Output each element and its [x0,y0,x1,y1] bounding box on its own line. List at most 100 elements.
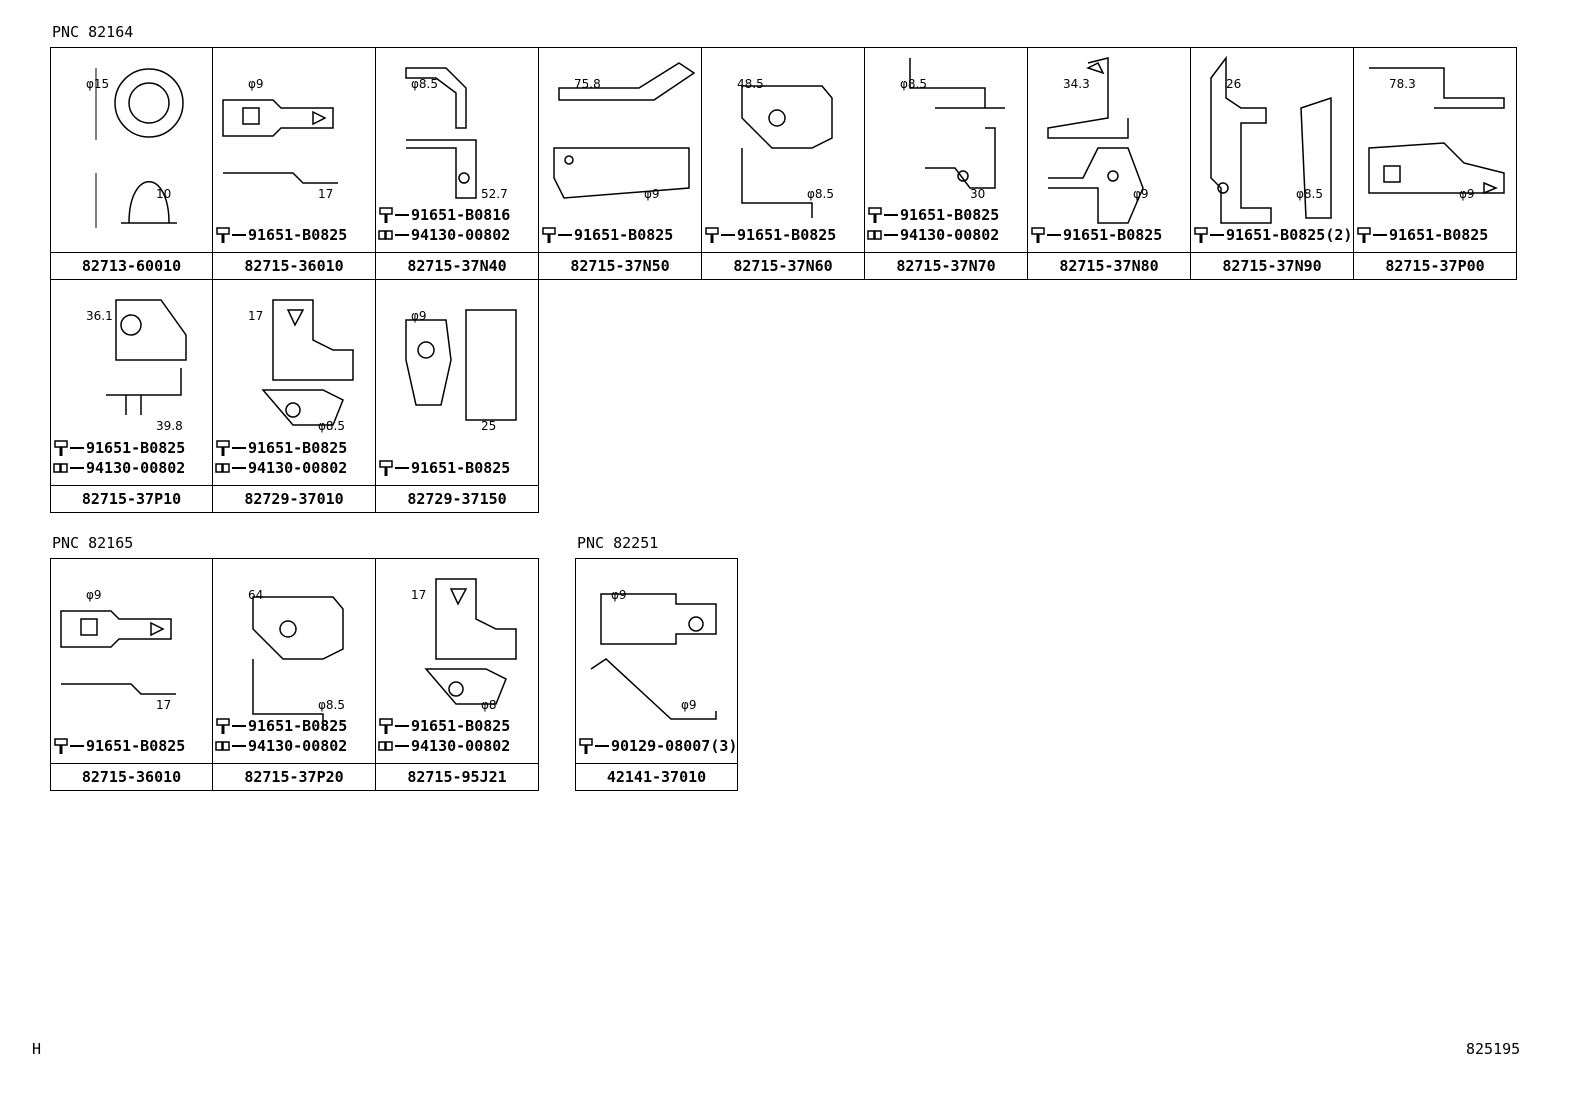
dimension-label: φ8.5 [318,419,345,433]
dimension-label: 30 [970,187,985,201]
part-drawing: φ9 φ9 [590,588,717,720]
fastener-row: 91651-B0825 [53,438,213,458]
fastener-list: 91651-B0825 [704,225,864,245]
nut-icon [378,230,393,240]
fastener-list: 91651-B0825 94130-00802 [53,438,213,478]
leader-line [232,725,246,727]
fastener-list: 91651-B0825 [378,458,538,478]
fastener-part-number: 94130-00802 [248,737,348,755]
part-drawing: 75.8 φ9 [553,62,696,201]
dimension-label: φ8.5 [1296,187,1323,201]
fastener-row: 94130-00802 [215,458,375,478]
bolt-icon [868,207,882,223]
dimension-label: φ9 [1459,187,1475,201]
part-drawing: φ8.530 [900,58,1005,201]
leader-line [395,234,409,236]
part-number-label: 82715-37N40 [376,252,538,279]
dimension-label: φ15 [86,77,109,91]
nut-icon [53,463,68,473]
bolt-icon [54,738,68,754]
fastener-part-number: 91651-B0825(2) [1226,226,1353,244]
bolt-icon [379,207,393,223]
part-cell[interactable]: 48.5 φ8.5 91651-B0825 82715-37N60 [702,47,865,280]
fastener-list: 91651-B0825 [53,736,213,756]
dimension-label: φ9 [611,588,627,602]
fastener-list: 91651-B0825 [1030,225,1190,245]
nut-icon [867,230,882,240]
dimension-label: φ9 [644,187,660,201]
part-number-label: 82715-37N70 [865,252,1027,279]
dimension-label: φ9 [411,309,427,323]
part-number-label: 82715-37N80 [1028,252,1190,279]
leader-line [395,214,409,216]
part-number-label: 82715-37N60 [702,252,864,279]
dimension-label: 48.5 [737,77,764,91]
dimension-label: 39.8 [156,419,183,433]
dimension-label: 75.8 [574,77,601,91]
fastener-part-number: 91651-B0825 [1389,226,1489,244]
part-drawing: 34.3φ9 [1047,57,1149,224]
fastener-row: 91651-B0825 [215,225,375,245]
dimension-label: φ9 [248,77,264,91]
leader-line [232,745,246,747]
dimension-label: 64 [248,588,263,602]
pnc-label: PNC 82165 [52,534,134,552]
part-number-label: 82715-37P20 [213,763,375,790]
fastener-row: 91651-B0825 [541,225,701,245]
bolt-icon [379,718,393,734]
nut-icon [215,741,230,751]
fastener-row: 91651-B0825 [704,225,864,245]
fastener-list: 91651-B0825 [215,225,375,245]
dimension-label: φ8.5 [807,187,834,201]
dimension-label: 25 [481,419,496,433]
fastener-row: 91651-B0825 [215,438,375,458]
part-number-label: 82715-36010 [213,252,375,279]
part-drawing: 48.5 φ8.5 [737,77,834,218]
fastener-part-number: 91651-B0825 [574,226,674,244]
leader-line [1047,234,1061,236]
part-number-label: 42141-37010 [576,763,737,790]
dimension-label: φ9 [681,698,697,712]
leader-line [884,214,898,216]
leader-line [1210,234,1224,236]
part-number-label: 82713-60010 [51,252,212,279]
fastener-row: 91651-B0825 [378,716,538,736]
pnc-label: PNC 82251 [577,534,659,552]
fastener-part-number: 91651-B0825 [86,439,186,457]
dimension-label: φ8.5 [411,77,438,91]
bolt-icon [579,738,593,754]
leader-line [395,725,409,727]
fastener-part-number: 94130-00802 [900,226,1000,244]
fastener-row: 91651-B0825 [53,736,213,756]
bolt-icon [542,227,556,243]
nut-icon [215,463,230,473]
part-number-label: 82715-37P10 [51,485,212,512]
fastener-part-number: 94130-00802 [86,459,186,477]
part-number-label: 82729-37010 [213,485,375,512]
leader-line [1373,234,1387,236]
fastener-part-number: 91651-B0825 [737,226,837,244]
fastener-part-number: 91651-B0825 [411,717,511,735]
